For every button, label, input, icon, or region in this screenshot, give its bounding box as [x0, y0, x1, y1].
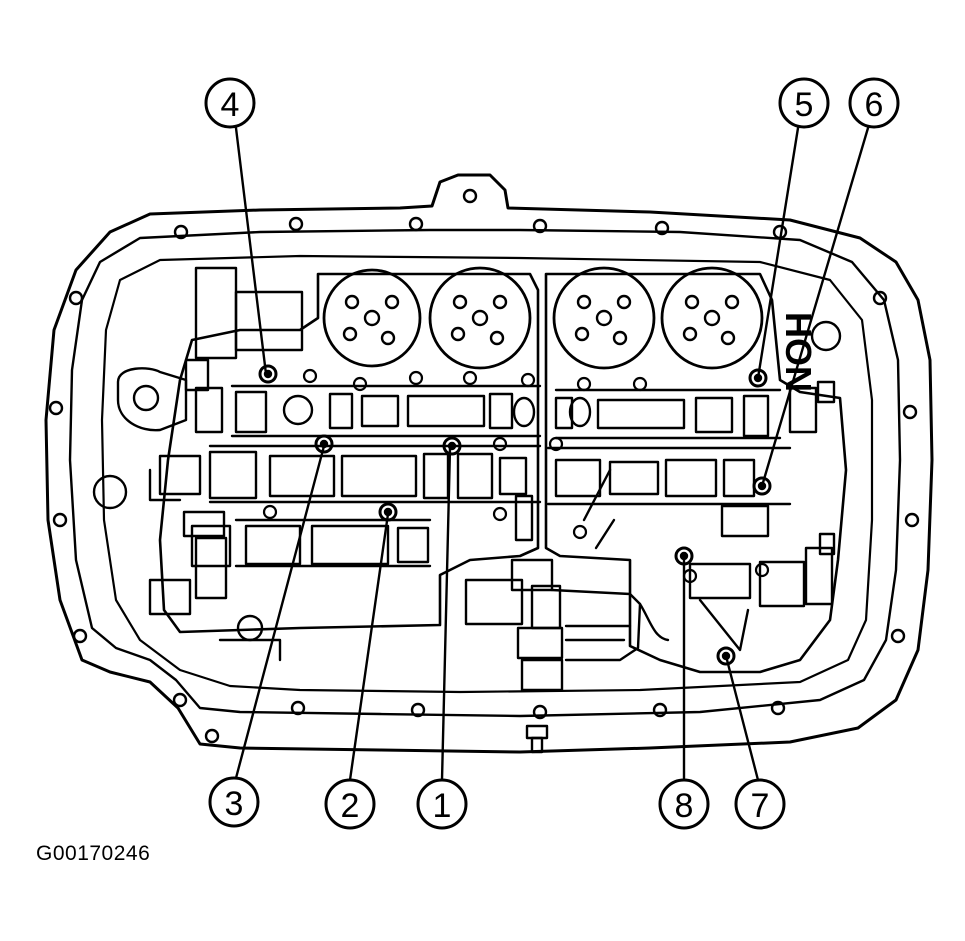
callout-5-label: 5 — [795, 86, 814, 124]
valve-body-left-plate — [158, 272, 540, 634]
target-bolt-3 — [314, 434, 334, 454]
figure-id: G00170246 — [36, 842, 151, 865]
callout-leaders — [234, 126, 870, 782]
target-bolt-8 — [674, 546, 694, 566]
callout-7-label: 7 — [751, 787, 770, 825]
spool-valve-row-upper — [194, 380, 836, 440]
oil-pan-inner-flange — [68, 228, 902, 718]
bolt-callouts: 1 2 3 4 5 6 7 8 — [204, 77, 900, 830]
callout-5: 5 — [778, 77, 830, 129]
callout-2: 2 — [324, 778, 376, 830]
callout-3: 3 — [208, 776, 260, 828]
target-bolt-4 — [258, 364, 278, 384]
oil-pan-outer-flange — [44, 173, 934, 754]
target-bolt-6 — [752, 476, 772, 496]
callout-1-label: 1 — [433, 787, 452, 825]
callout-4-label: 4 — [221, 86, 240, 124]
oil-pan-floor — [100, 254, 874, 694]
target-bolt-1 — [442, 436, 462, 456]
callout-8-label: 8 — [675, 787, 694, 825]
callout-2-label: 2 — [341, 787, 360, 825]
drain-plug — [525, 724, 549, 754]
target-bolt-2 — [378, 502, 398, 522]
accumulator-4 — [660, 266, 764, 370]
target-bolt-7 — [716, 646, 736, 666]
callout-4: 4 — [204, 77, 256, 129]
accumulator-3 — [552, 266, 656, 370]
target-bolt-5 — [748, 368, 768, 388]
callout-8: 8 — [658, 778, 710, 830]
spool-valve-row-middle — [158, 444, 792, 506]
casting-stamp: HON — [778, 312, 819, 392]
callout-6-label: 6 — [865, 86, 884, 124]
left-solenoids — [92, 266, 304, 662]
accumulator-2 — [428, 266, 532, 370]
callout-6: 6 — [848, 77, 900, 129]
callout-3-label: 3 — [225, 785, 244, 823]
accumulator-1 — [322, 268, 422, 368]
valve-body-right-plate — [544, 272, 848, 674]
centre-solenoid-harness — [464, 468, 750, 692]
flange-bolt-holes — [48, 188, 920, 744]
callout-7: 7 — [734, 778, 786, 830]
callout-1: 1 — [416, 778, 468, 830]
